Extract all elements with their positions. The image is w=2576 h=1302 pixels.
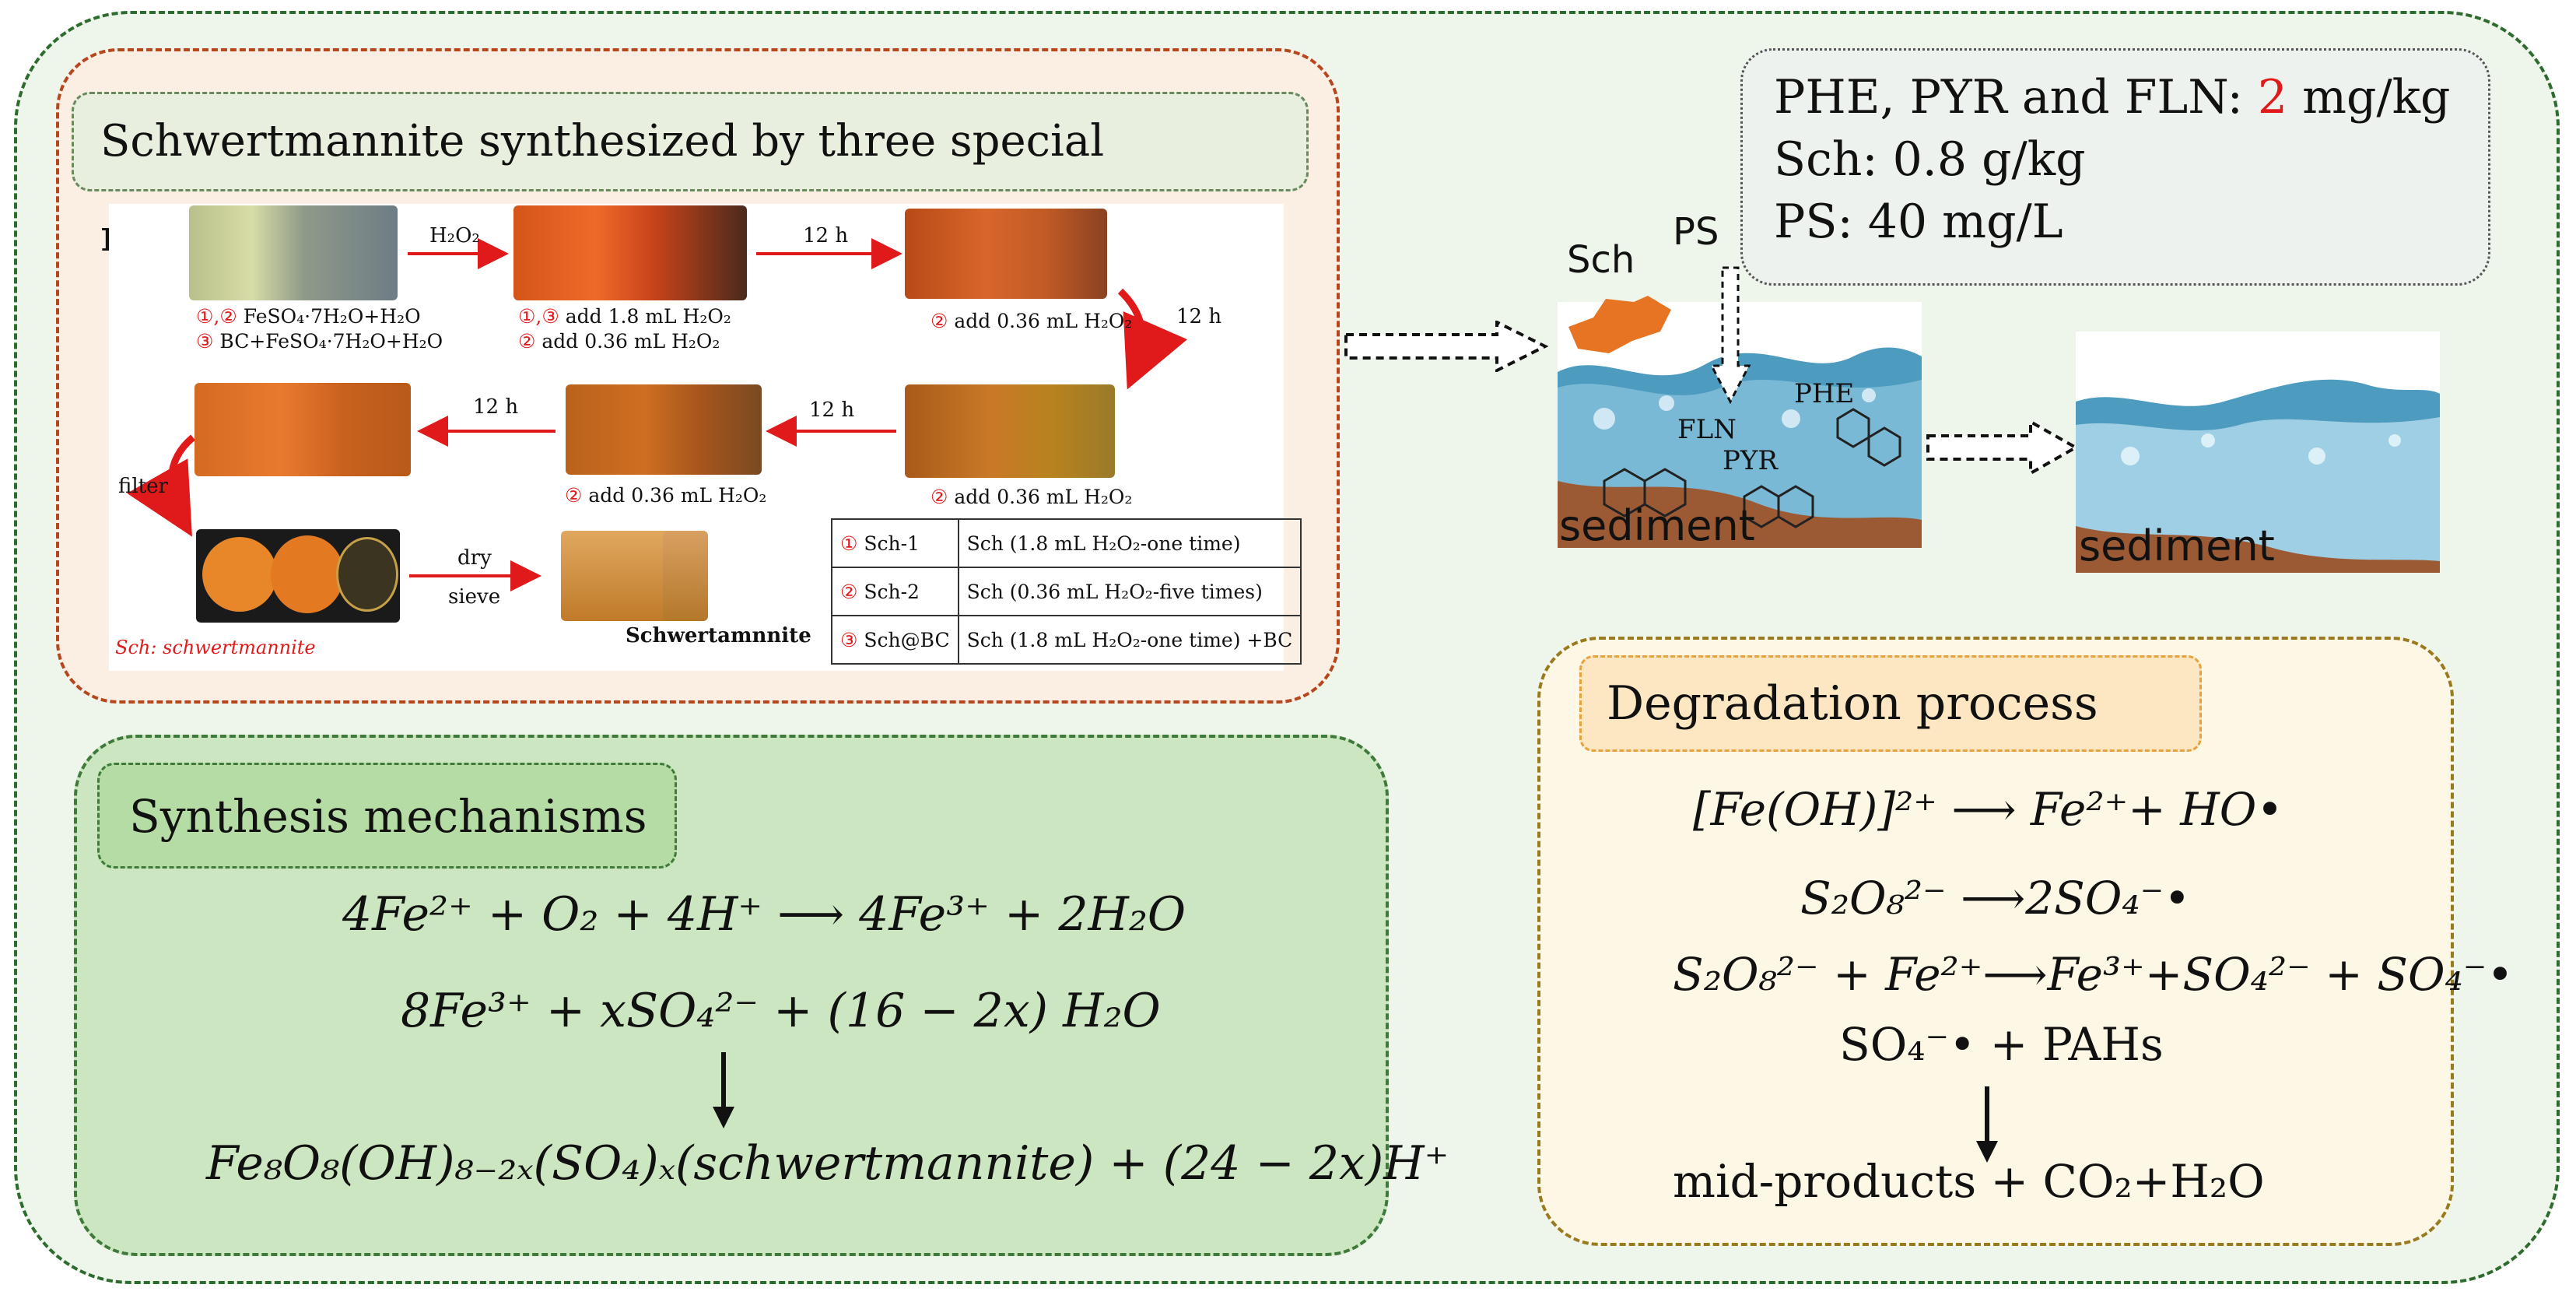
conditions-box: PHE, PYR and FLN: 2 mg/kg Sch: 0.8 g/kg … (1740, 48, 2490, 286)
water-illustration-after (2076, 332, 2440, 573)
ps-label: PS (1673, 210, 1719, 254)
degradation-down-arrow (1976, 1086, 1998, 1163)
filter-label: filter (118, 475, 168, 498)
caption-h2o2-2: ② add 0.36 mL H₂O₂ (518, 330, 720, 353)
condition-pah-dose: PHE, PYR and FLN: 2 mg/kg (1774, 70, 2451, 125)
table-row: ② Sch-2 Sch (0.36 mL H₂O₂-five times) (831, 567, 1302, 616)
condition-ps-dose: PS: 40 mg/L (1774, 195, 2063, 249)
flask-photo-12h-c (566, 384, 762, 475)
water-scene-before (1558, 302, 1922, 548)
time-12h-label-4: 12 h (473, 395, 519, 419)
flask-photo-h2o2-added (513, 205, 747, 300)
caption-h2o2-1: ①,③ add 1.8 mL H₂O₂ (518, 305, 731, 328)
table-cell: Sch (1.8 mL H₂O₂-one time) +BC (957, 615, 1302, 665)
caption-12h-b: ② add 0.36 mL H₂O₂ (931, 486, 1133, 508)
time-12h-label-1: 12 h (803, 224, 849, 247)
table-cell: ① Sch-1 (831, 518, 959, 568)
degradation-equation-1: [Fe(OH)]²⁺ ⟶ Fe²⁺+ HO• (1693, 783, 2283, 836)
phe-label: PHE (1794, 378, 1855, 409)
table-cell: Sch (1.8 mL H₂O₂-one time) (957, 518, 1302, 568)
sieve-label: sieve (448, 585, 501, 609)
table-cell: Sch (0.36 mL H₂O₂-five times) (957, 567, 1302, 616)
degradation-equation-2: S₂O₈²⁻ ⟶2SO₄⁻• (1800, 872, 2191, 925)
dry-label: dry (457, 546, 492, 570)
table-row: ③ Sch@BC Sch (1.8 mL H₂O₂-one time) +BC (831, 615, 1302, 665)
sieved-sch-photo (561, 531, 670, 621)
mechanism-equation-3: Fe₈O₈(OH)₈₋₂ₓ(SO₄)ₓ(schwertmannite) + (2… (206, 1136, 1449, 1191)
caption-initial-2: ③ BC+FeSO₄·7H₂O+H₂O (196, 330, 443, 353)
ps-dashed-arrow (1709, 266, 1751, 405)
sch-label: Sch (1567, 238, 1635, 282)
time-12h-label-3: 12 h (809, 398, 855, 422)
fln-label: FLN (1677, 414, 1737, 445)
synthesis-panel-title: Schwertmannite synthesized by three spec… (72, 92, 1309, 261)
h2o2-arrow-label: H₂O₂ (429, 224, 480, 247)
degradation-equation-4: SO₄⁻• + PAHs (1839, 1018, 2164, 1071)
degradation-equation-5: mid-products + CO₂+H₂O (1673, 1155, 2265, 1208)
mechanism-equation-1: 4Fe²⁺ + O₂ + 4H⁺ ⟶ 4Fe³⁺ + 2H₂O (342, 887, 1186, 942)
methods-table: ① Sch-1 Sch (1.8 mL H₂O₂-one time) ② Sch… (831, 518, 1302, 665)
mechanism-equation-2: 8Fe³⁺ + xSO₄²⁻ + (16 − 2x) H₂O (401, 984, 1161, 1038)
caption-initial-1: ①,② FeSO₄·7H₂O+H₂O (196, 305, 421, 328)
synthesis-photo-panel: H₂O₂ 12 h 12 h 12 h 12 h filter dry siev… (109, 204, 1302, 671)
process-arrows (127, 238, 1188, 591)
product-label: Schwertamnnite (626, 624, 811, 647)
water-illustration-before (1558, 302, 1922, 548)
degradation-equation-3: S₂O₈²⁻ + Fe²⁺⟶Fe³⁺+SO₄²⁻ + SO₄⁻• (1673, 948, 2514, 1001)
caption-12h-a: ② add 0.36 mL H₂O₂ (931, 310, 1133, 332)
condition-sch-dose: Sch: 0.8 g/kg (1774, 132, 2086, 187)
mechanism-down-arrow (713, 1052, 734, 1128)
sch-particle-icon (1568, 296, 1671, 353)
mechanisms-panel-title: Synthesis mechanisms (97, 763, 677, 869)
water-scene-after (2076, 332, 2440, 573)
flow-arrow-to-reaction (1344, 321, 1548, 372)
abbrev-note: Sch: schwertmannite (115, 637, 316, 658)
caption-12h-c: ② add 0.36 mL H₂O₂ (565, 484, 767, 507)
table-row: ① Sch-1 Sch (1.8 mL H₂O₂-one time) (831, 518, 1302, 568)
sediment-label-before: sediment (1559, 501, 1755, 550)
time-12h-label-2: 12 h (1176, 305, 1222, 328)
flow-arrow-to-clean (1926, 420, 2079, 475)
table-cell: ③ Sch@BC (831, 615, 959, 665)
table-cell: ② Sch-2 (831, 567, 959, 616)
sediment-label-after: sediment (2079, 521, 2275, 570)
flask-photo-12h-b (905, 384, 1115, 478)
filtered-sch-photo (196, 529, 400, 623)
pyr-label: PYR (1723, 445, 1778, 476)
flask-photo-12h-a (905, 209, 1107, 299)
degradation-panel-title: Degradation process (1579, 655, 2202, 752)
flask-photo-initial (189, 205, 398, 300)
flask-photo-final (195, 383, 411, 476)
sieved-sch-photo-2 (663, 531, 708, 621)
